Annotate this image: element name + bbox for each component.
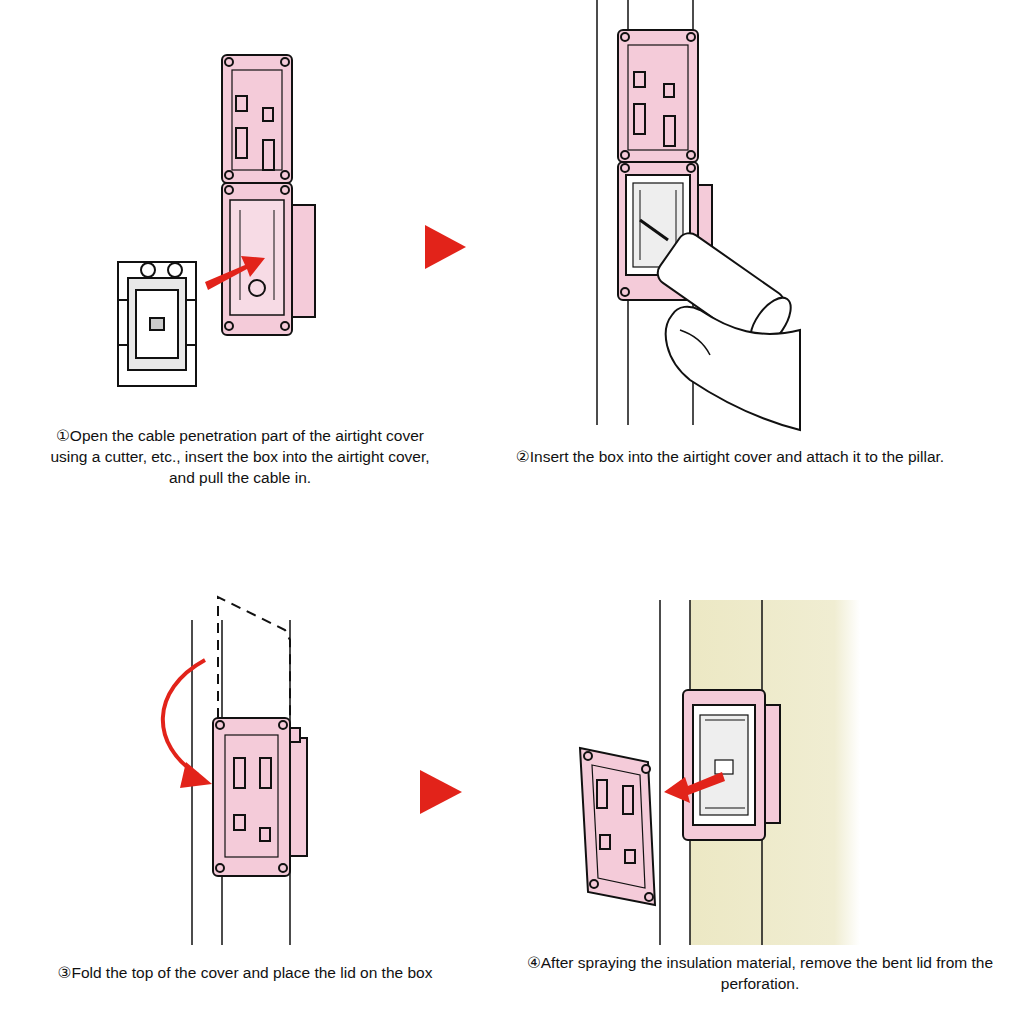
fold-outline [218,597,290,718]
step-arrow [420,770,462,814]
airtight-cover [216,721,224,729]
pillar [596,0,598,425]
switch-box [715,760,733,774]
airtight-cover [213,718,307,876]
airtight-cover [621,164,629,172]
step-arrow [425,225,466,269]
switch-box [705,720,745,721]
airtight-cover [225,322,233,330]
fold-arrow [163,660,205,775]
airtight-cover [640,190,641,260]
airtight-cover [222,55,292,183]
lid [590,880,598,888]
airtight-cover [279,864,287,872]
airtight-cover [687,33,695,41]
lid [580,748,655,905]
airtight-cover [225,58,233,66]
airtight-cover [225,735,278,857]
airtight-cover [634,104,645,134]
airtight-cover [274,210,275,300]
switch-box [118,262,196,386]
screwdriver [640,220,668,240]
switch-box [683,690,765,840]
airtight-cover [687,151,695,159]
lid [623,786,633,814]
screwdriver [640,220,800,430]
switch-box [168,263,182,277]
airtight-cover [664,84,674,97]
airtight-cover [263,140,274,170]
airtight-cover [628,45,688,150]
lid [584,752,592,760]
switch-box [683,690,780,840]
step-caption: ③Fold the top of the cover and place the… [15,962,475,983]
switch-box [693,705,755,825]
airtight-cover [232,70,282,170]
step-caption: ①Open the cable penetration part of the … [45,425,435,488]
lid [580,748,655,905]
airtight-cover [216,864,224,872]
step-caption: ④After spraying the insulation material,… [520,952,1000,994]
switch-box [141,263,155,277]
airtight-cover [225,171,233,179]
lid [592,765,645,888]
airtight-cover [281,171,289,179]
insert-arrow [205,256,265,290]
switch-box [136,290,178,358]
pillar [659,600,661,945]
airtight-cover [234,758,245,788]
airtight-cover [621,151,629,159]
airtight-cover [240,210,241,300]
airtight-cover [281,58,289,66]
airtight-cover [222,55,315,335]
airtight-cover [618,30,698,162]
airtight-cover [225,186,233,194]
switch-box [118,262,196,386]
switch-box [186,344,196,346]
airtight-cover [281,322,289,330]
airtight-cover [249,280,265,296]
airtight-cover [621,33,629,41]
lid [597,780,607,808]
airtight-cover [260,758,271,788]
step-caption: ②Insert the box into the airtight cover … [470,446,990,467]
airtight-cover [236,96,247,111]
lid [645,893,653,901]
screwdriver [666,307,800,430]
airtight-cover [234,815,245,830]
lid [625,850,635,863]
airtight-cover [634,72,645,87]
airtight-cover [279,721,287,729]
airtight-cover [664,116,675,146]
pillar [660,600,762,945]
fold-arrow-head [180,762,212,788]
airtight-cover [687,164,695,172]
screwdriver [680,330,710,355]
lid [600,835,610,849]
switch-box [118,344,128,346]
remove-arrow [664,772,725,803]
airtight-cover [213,718,290,876]
switch-box [150,318,164,330]
switch-box [128,278,186,370]
switch-box [118,299,128,301]
switch-box [186,299,196,301]
lid [642,765,650,773]
airtight-cover [281,186,289,194]
airtight-cover [263,108,273,121]
switch-box [700,715,748,815]
airtight-cover [236,128,247,158]
switch-box [705,808,745,809]
airtight-cover [260,828,270,841]
airtight-cover [621,288,629,296]
insulation [690,600,860,945]
